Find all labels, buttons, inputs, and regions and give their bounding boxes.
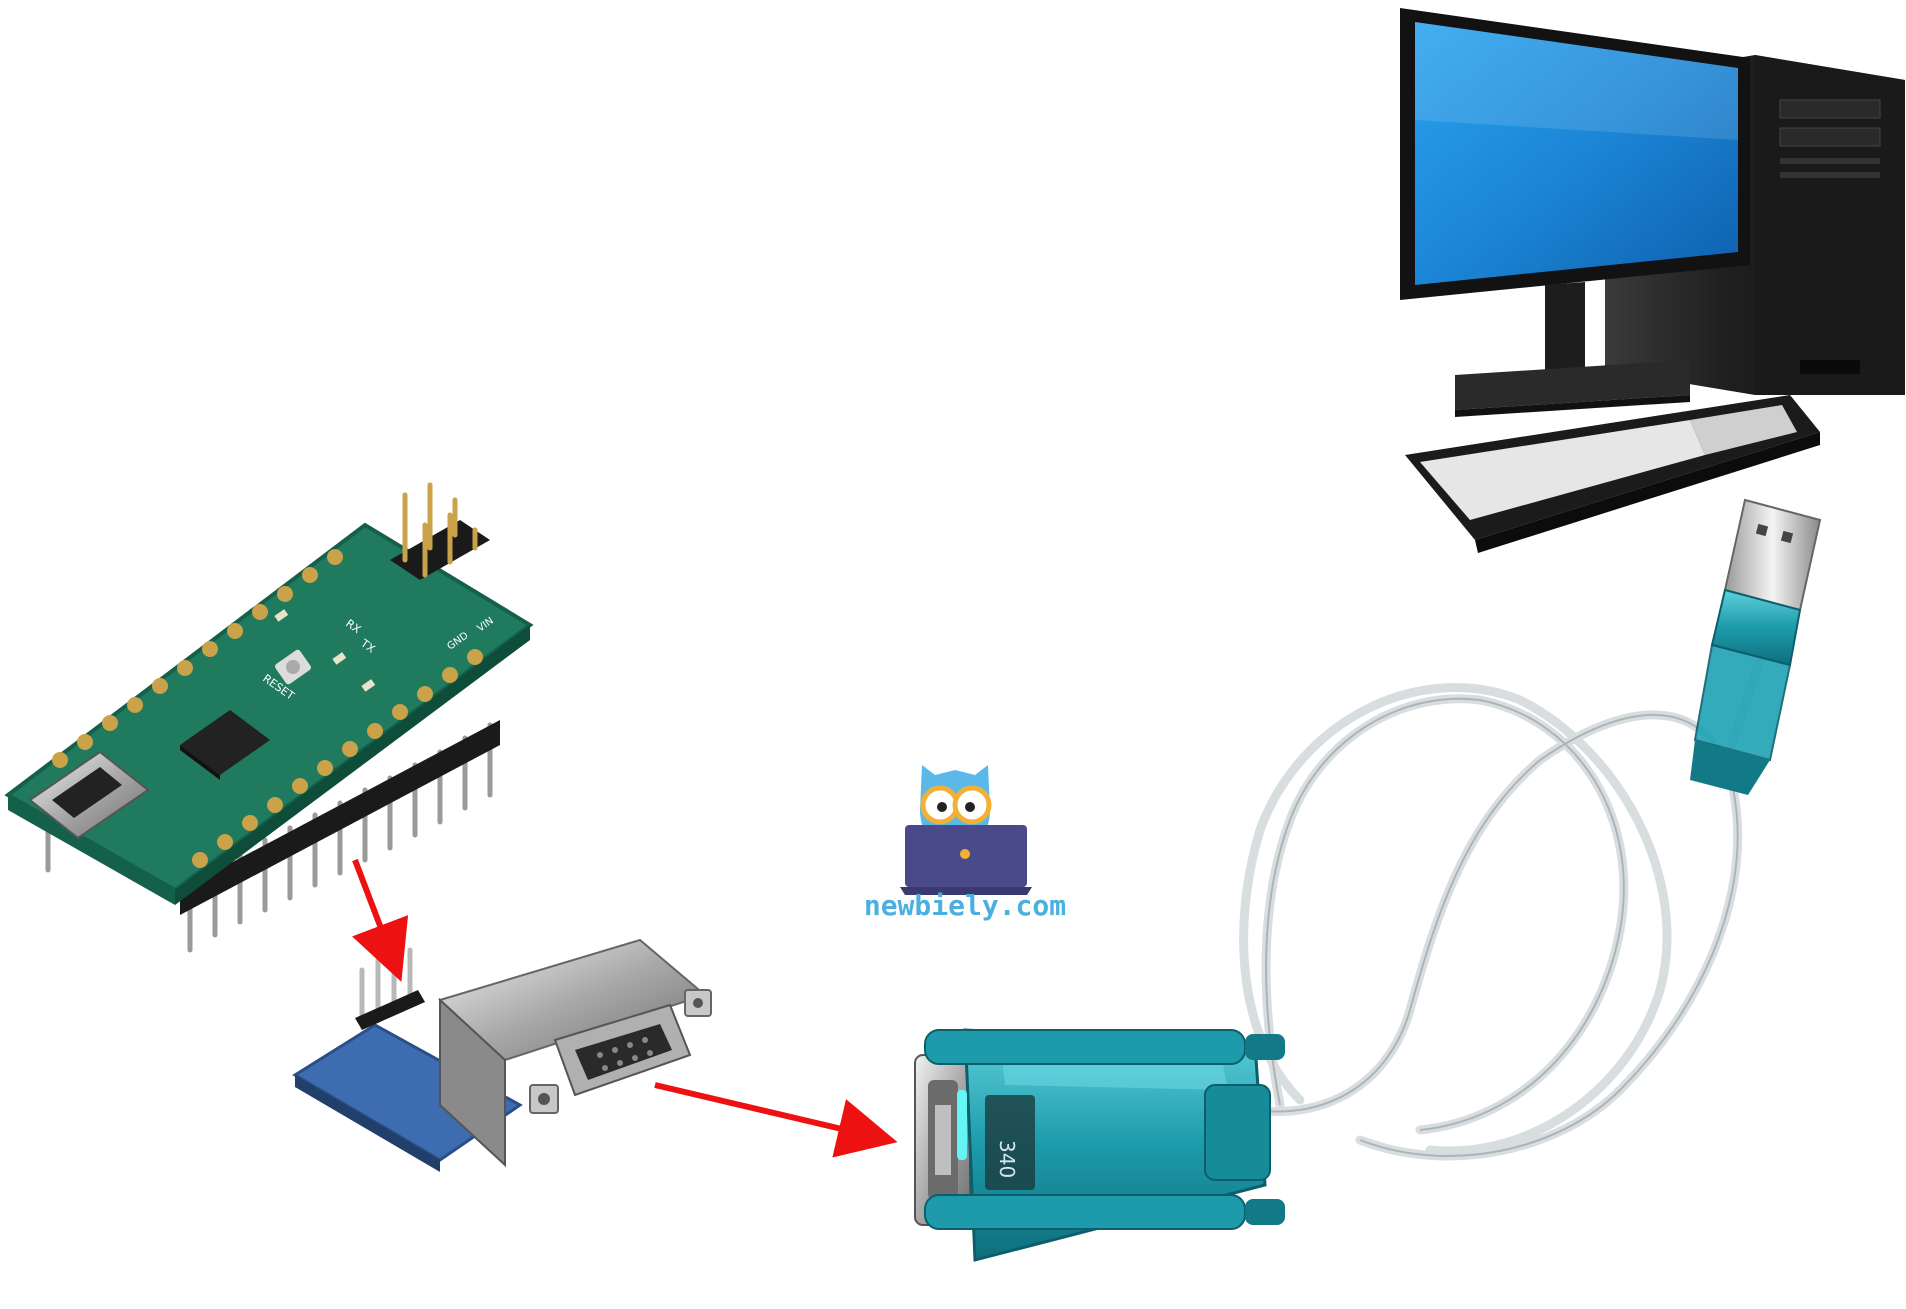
arduino-leds xyxy=(274,609,376,692)
arduino-header-bar xyxy=(180,720,500,915)
arduino-nano: RESET RX TX GND VIN xyxy=(4,482,534,953)
arduino-reset-button xyxy=(275,649,311,685)
watermark-text: newbiely.com xyxy=(864,889,1066,922)
laptop-icon xyxy=(900,825,1032,895)
db9-female-connector xyxy=(438,938,712,1168)
arduino-mcu-chip xyxy=(180,710,270,780)
db9-male-adapter: 340 xyxy=(914,1028,1285,1262)
arduino-pcb xyxy=(4,522,534,893)
usb-a-connector xyxy=(1690,498,1822,795)
arduino-icsp-header xyxy=(390,482,490,580)
arrow-arduino-to-rs232-module xyxy=(352,858,409,982)
arduino-usb-port xyxy=(28,750,150,840)
connection-arrows xyxy=(352,858,898,1158)
arrow-rs232-module-to-adapter xyxy=(654,1082,898,1158)
newbiely-logo: newbiely.com xyxy=(864,765,1066,922)
cable-coil xyxy=(1239,655,1765,1161)
computer-keyboard xyxy=(1405,395,1820,553)
computer xyxy=(1400,8,1905,553)
serial-usb-cable: 340 xyxy=(914,498,1822,1262)
computer-monitor xyxy=(1400,8,1750,417)
adapter-chip-label: 340 xyxy=(995,1140,1019,1178)
arduino-pads xyxy=(52,549,483,868)
rs232-module xyxy=(292,938,712,1172)
